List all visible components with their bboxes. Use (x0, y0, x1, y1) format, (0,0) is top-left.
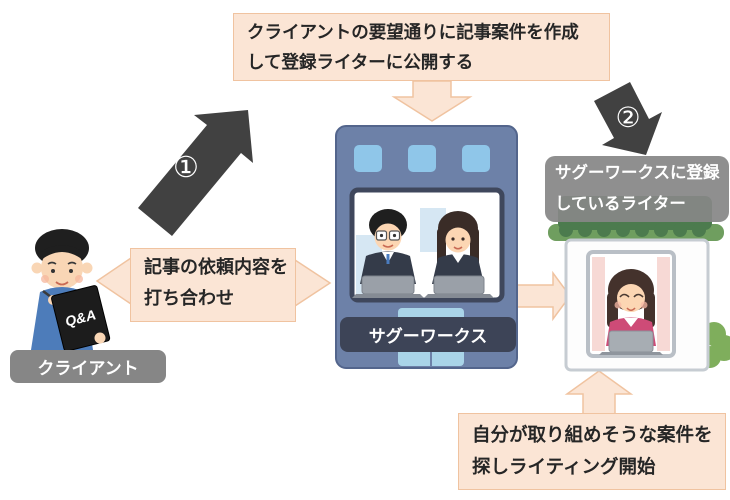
writer-label: サグーワークスに登録 しているライター (545, 156, 729, 222)
company-staff-man (352, 209, 424, 298)
arrow-up-to-writer-icon (564, 370, 634, 416)
company-building-illustration (335, 125, 518, 369)
instruction-find-work-box: 自分が取り組めそうな案件を 探しライティング開始 (458, 413, 726, 490)
arrow-down-to-company-icon (391, 80, 473, 122)
arrow-step1-icon (138, 110, 253, 236)
tablet-text: Q&A (63, 306, 97, 329)
arrow-meeting-right-icon (294, 258, 332, 308)
writer-woman (599, 269, 663, 355)
arrow-step2-icon (594, 82, 662, 155)
qa-tablet: Q&A (51, 285, 111, 352)
writer-label-line: サグーワークスに登録 (555, 164, 720, 182)
instruction-line: 探しライティング開始 (472, 456, 656, 477)
instruction-line: 自分が取り組めそうな案件を (472, 424, 713, 445)
writer-house-illustration (548, 196, 730, 372)
client-label: クライアント (10, 350, 166, 383)
instruction-meeting-box: 記事の依頼内容を 打ち合わせ (130, 248, 296, 322)
arrow-meeting-left-icon (95, 256, 132, 306)
step-2-number: ② (615, 102, 641, 133)
instruction-line: 打ち合わせ (144, 288, 234, 308)
instruction-line: して登録ライターに公開する (247, 52, 474, 72)
instruction-line: クライアントの要望通りに記事案件を作成 (247, 22, 579, 42)
instruction-create-article-box: クライアントの要望通りに記事案件を作成 して登録ライターに公開する (233, 13, 610, 81)
company-staff-woman (424, 211, 494, 298)
instruction-line: 記事の依頼内容を (144, 257, 288, 277)
step-1-number: ① (173, 152, 199, 184)
company-label: サグーワークス (340, 317, 516, 352)
writer-label-line: しているライター (555, 195, 686, 213)
client-illustration: Q&A (31, 229, 111, 352)
